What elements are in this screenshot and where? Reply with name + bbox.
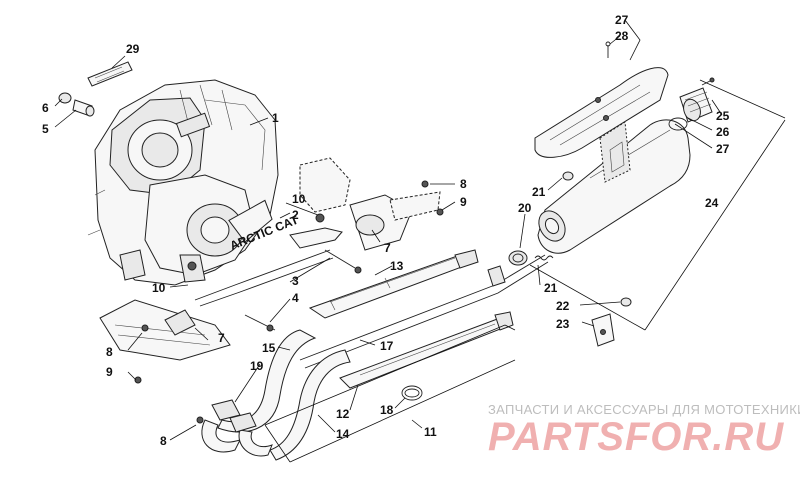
callout-21-lower: 22 (556, 299, 570, 313)
watermark-caption: ЗАПЧАСТИ И АКСЕССУАРЫ ДЛЯ МОТОТЕХНИКИ (488, 402, 800, 417)
group-outline-23 (529, 79, 786, 331)
header-pipe-14 (238, 349, 351, 461)
heat-shield-lower (99, 299, 231, 384)
engine-assembly: ARCTIC CAT (87, 79, 301, 286)
callouts: 29 1 6 5 10 2 3 4 10 7 8 9 8 9 7 13 17 1… (42, 13, 730, 448)
spring-20 (534, 255, 554, 261)
bracket-22 (591, 313, 615, 347)
callout-10-lower: 10 (152, 281, 166, 295)
callout-24: 25 (716, 109, 730, 123)
callout-7-upper: 7 (384, 241, 391, 255)
pipe-16 (339, 311, 514, 389)
heat-shield-27 (534, 41, 669, 158)
leader-lines (54, 19, 723, 441)
grommet-21-lower (620, 297, 632, 307)
callout-28: 28 (615, 29, 629, 43)
callout-8-lower: 8 (160, 434, 167, 448)
watermark-logo: PARTSFOR.RU (488, 415, 785, 459)
callout-20: 21 (544, 281, 558, 295)
callout-17: 18 (380, 403, 394, 417)
flange-18 (196, 399, 257, 433)
callout-3: 3 (292, 274, 299, 288)
callout-12: 12 (336, 407, 350, 421)
callout-13: 13 (390, 259, 404, 273)
callout-2: 2 (292, 208, 299, 222)
callout-14: 14 (336, 427, 350, 441)
callout-4: 4 (292, 291, 299, 305)
callout-8-mid: 8 (106, 345, 113, 359)
callout-19: 20 (518, 201, 532, 215)
heat-shield-upper (299, 157, 444, 251)
pipe-13 (308, 249, 479, 319)
callout-21-upper: 21 (532, 185, 546, 199)
callout-9-lower: 9 (106, 365, 113, 379)
callout-8-upper: 8 (460, 177, 467, 191)
gasket-19 (508, 250, 528, 266)
grommet-21-upper (562, 171, 574, 181)
header-pipe-15 (201, 329, 317, 453)
clamp-17 (401, 385, 423, 401)
callout-25: 26 (716, 125, 730, 139)
callout-29: 29 (126, 42, 140, 56)
callout-22: 23 (556, 317, 570, 331)
callout-16: 17 (380, 339, 394, 353)
callout-7-lower: 7 (218, 331, 225, 345)
callout-1: 1 (272, 111, 279, 125)
callout-23: 24 (705, 196, 719, 210)
decal-29 (87, 61, 133, 87)
callout-5: 5 (42, 122, 49, 136)
callout-10-upper: 10 (292, 192, 306, 206)
callout-15: 15 (262, 341, 276, 355)
mounting-bracket (194, 227, 362, 332)
callout-11: 11 (424, 425, 437, 439)
bolt-5-6 (58, 92, 95, 117)
callout-18: 19 (250, 359, 264, 373)
group-outline-11 (264, 324, 516, 463)
muffler-23 (537, 119, 691, 254)
callout-9-upper: 9 (460, 195, 467, 209)
callout-27: 27 (615, 13, 629, 27)
callout-6: 6 (42, 101, 49, 115)
callout-26: 27 (716, 142, 730, 156)
spark-arrestor (668, 77, 715, 131)
